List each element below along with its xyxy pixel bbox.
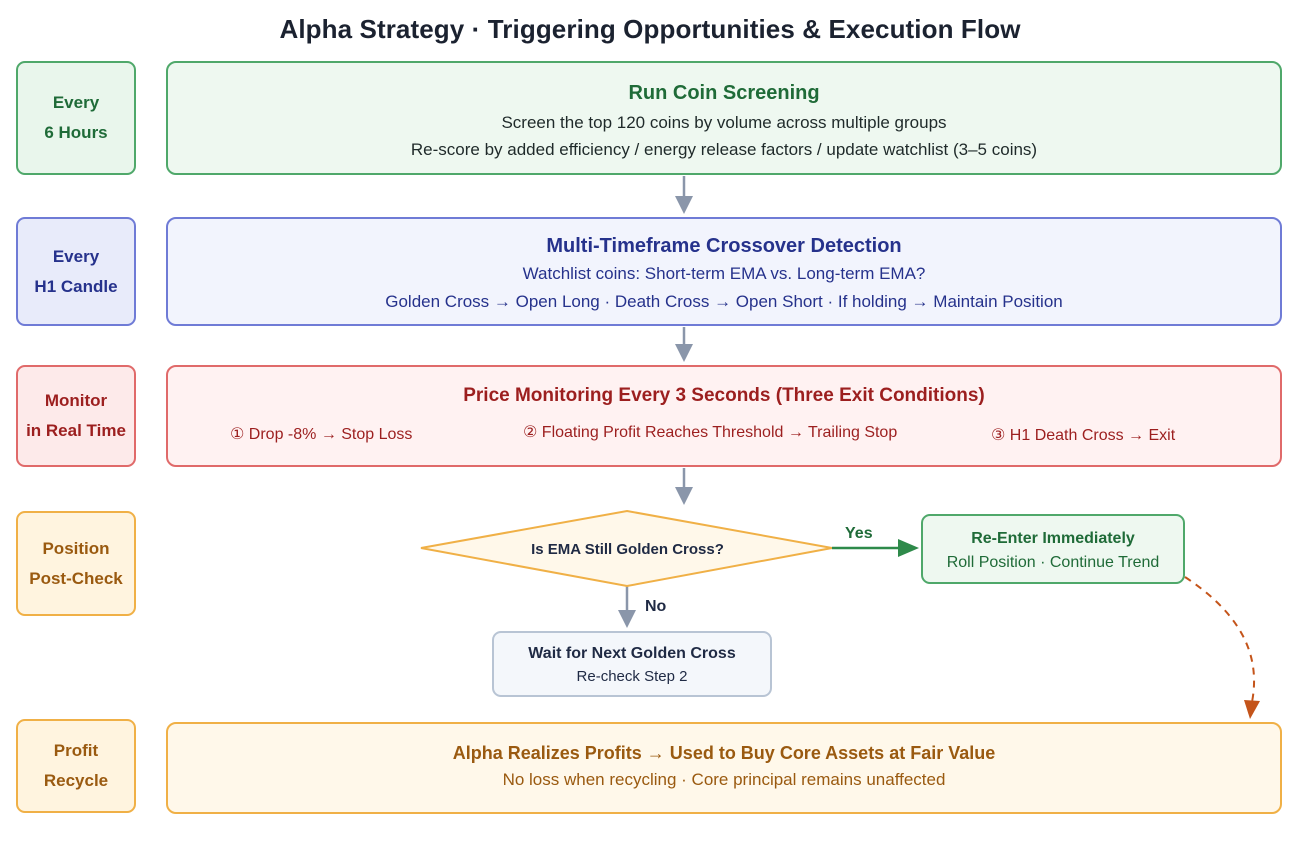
price-monitoring-box: Price Monitoring Every 3 Seconds (Three … [166,365,1282,467]
label-position-post-check: Position Post-Check [16,511,136,616]
exit-condition-trailing-stop: ② Floating Profit Reaches Threshold → Tr… [523,424,898,441]
arrow-crossover-to-monitor [675,327,693,362]
crossover-line-1: Watchlist coins: Short-term EMA vs. Long… [522,264,926,283]
re-enter-line: Roll Position · Continue Trend [946,554,1160,571]
re-enter-heading: Re-Enter Immediately [971,530,1135,547]
label-profit-recycle: Profit Recycle [16,719,136,813]
wait-next-golden-cross-box: Wait for Next Golden Cross Re-check Step… [492,631,772,697]
label-every-6-hours: Every 6 Hours [16,61,136,175]
exit-condition-death-cross: ③ H1 Death Cross → Exit [991,427,1176,444]
coin-screening-box: Run Coin Screening Screen the top 120 co… [166,61,1282,175]
side-line-1: Profit [53,741,99,760]
crossover-detection-box: Multi-Timeframe Crossover Detection Watc… [166,217,1282,326]
side-line-2: in Real Time [26,421,126,440]
crossover-line-2: Golden Cross → Open Long · Death Cross →… [385,292,1063,311]
crossover-heading: Multi-Timeframe Crossover Detection [546,235,902,257]
label-every-h1-candle: Every H1 Candle [16,217,136,326]
arrow-decision-no [618,586,636,628]
coin-screening-line-1: Screen the top 120 coins by volume acros… [501,113,947,132]
side-line-2: H1 Candle [34,276,118,296]
side-line-1: Monitor [44,391,108,410]
side-line-1: Position [42,538,110,558]
yes-label: Yes [845,525,873,542]
coin-screening-line-2: Re-score by added efficiency / energy re… [410,140,1038,159]
label-monitor-real-time: Monitor in Real Time [16,365,136,467]
profit-recycle-heading: Alpha Realizes Profits → Used to Buy Cor… [452,743,996,763]
exit-condition-stop-loss: ① Drop -8% → Stop Loss [230,426,413,443]
side-line-2: 6 Hours [44,123,108,142]
re-enter-box: Re-Enter Immediately Roll Position · Con… [921,514,1185,584]
no-label: No [645,598,667,615]
arrow-monitor-to-postcheck [675,468,693,505]
profit-recycle-box: Alpha Realizes Profits → Used to Buy Cor… [166,722,1282,814]
side-line-2: Recycle [43,771,109,790]
wait-line: Re-check Step 2 [576,668,688,685]
side-line-1: Every [52,246,100,266]
side-line-1: Every [52,93,100,112]
side-line-2: Post-Check [29,568,123,588]
diagram-title: Alpha Strategy · Triggering Opportunitie… [279,14,1021,44]
profit-recycle-line: No loss when recycling · Core principal … [502,770,946,789]
wait-heading: Wait for Next Golden Cross [528,645,736,662]
coin-screening-heading: Run Coin Screening [628,82,820,104]
arrow-reenter-to-recycle [1184,576,1260,719]
arrow-screening-to-crossover [675,176,693,214]
price-monitoring-heading: Price Monitoring Every 3 Seconds (Three … [463,385,985,406]
decision-label: Is EMA Still Golden Cross? [531,540,724,558]
